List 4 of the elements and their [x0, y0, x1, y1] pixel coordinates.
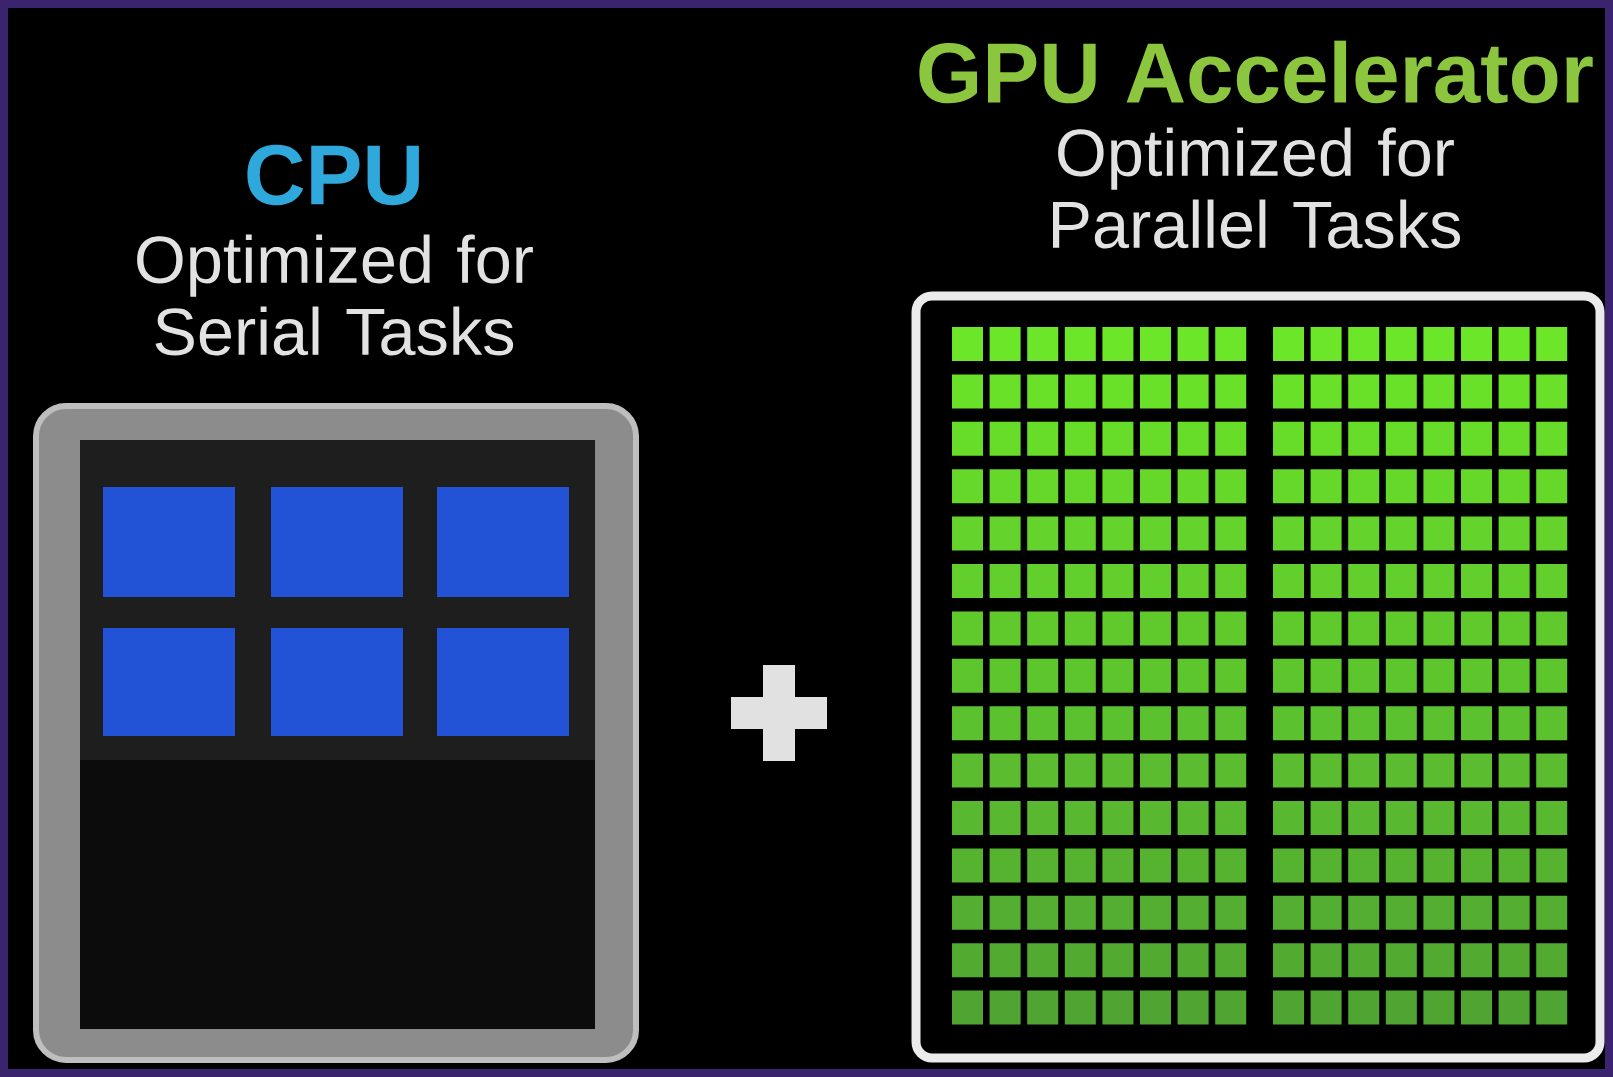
chip-title: CPU	[247, 144, 419, 206]
chip-description: Optimized for Parallel Tasks	[1053, 127, 1461, 249]
chip-title: GPU Accelerator	[919, 40, 1593, 104]
chip-description: Optimized for Serial Tasks	[137, 234, 533, 356]
